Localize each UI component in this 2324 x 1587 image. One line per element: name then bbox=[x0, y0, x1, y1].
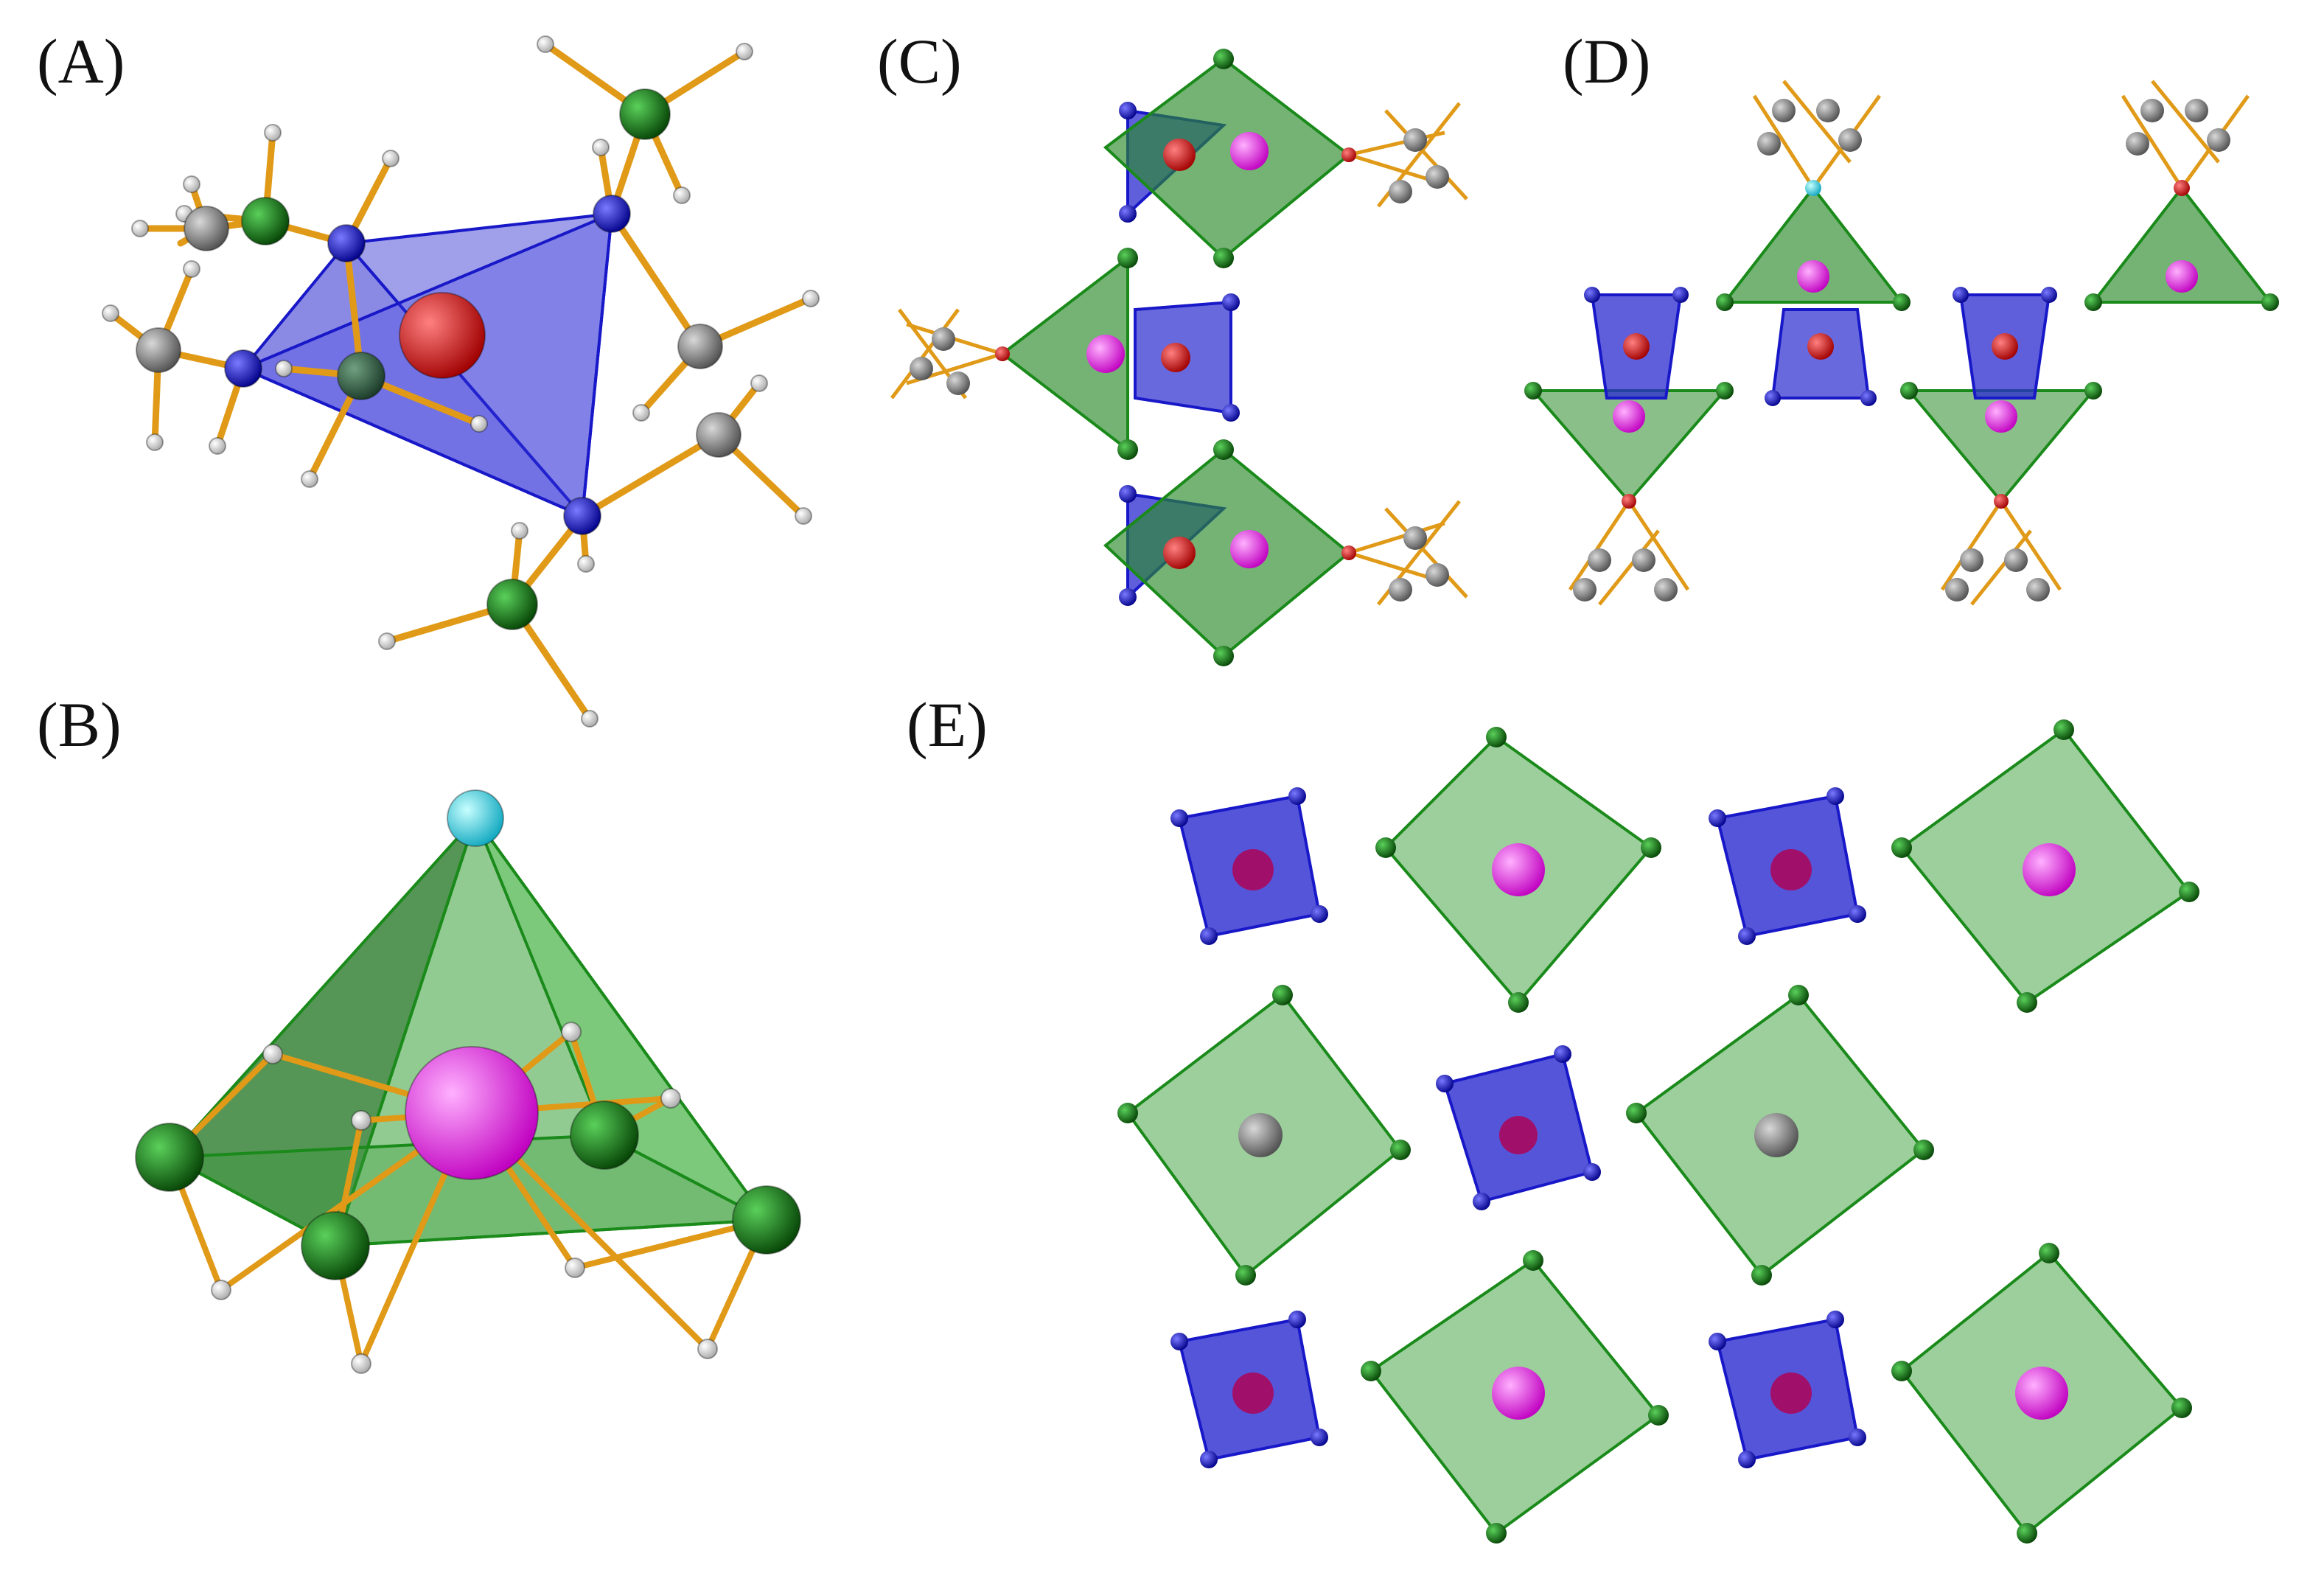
panel-c-unit-3 bbox=[1103, 439, 1468, 666]
panel-e-row-2 bbox=[1117, 985, 1934, 1286]
panel-a-atoms bbox=[102, 35, 820, 728]
panel-e-structure bbox=[1117, 719, 2199, 1544]
panel-d-atoms bbox=[1524, 99, 2279, 601]
panel-d-structure bbox=[1524, 80, 2279, 606]
panel-b-structure bbox=[135, 789, 801, 1374]
panel-label-d: (D) bbox=[1563, 26, 1651, 97]
panel-b-atoms bbox=[135, 789, 801, 1374]
panel-c-structure bbox=[890, 49, 1468, 666]
panel-d-bonds bbox=[1568, 80, 2250, 606]
panel-a-structure bbox=[102, 35, 820, 728]
metal-pyramid bbox=[164, 815, 772, 1248]
panel-c-unit-1 bbox=[1103, 49, 1468, 268]
panel-e-row-3 bbox=[1170, 1243, 2192, 1544]
panel-label-e: (E) bbox=[907, 689, 988, 760]
panel-c-unit-2 bbox=[890, 248, 1240, 460]
panel-label-c: (C) bbox=[877, 26, 962, 97]
panel-label-b: (B) bbox=[37, 689, 122, 760]
panel-e-row-1 bbox=[1170, 719, 2199, 1013]
panel-label-a: (A) bbox=[37, 26, 125, 97]
